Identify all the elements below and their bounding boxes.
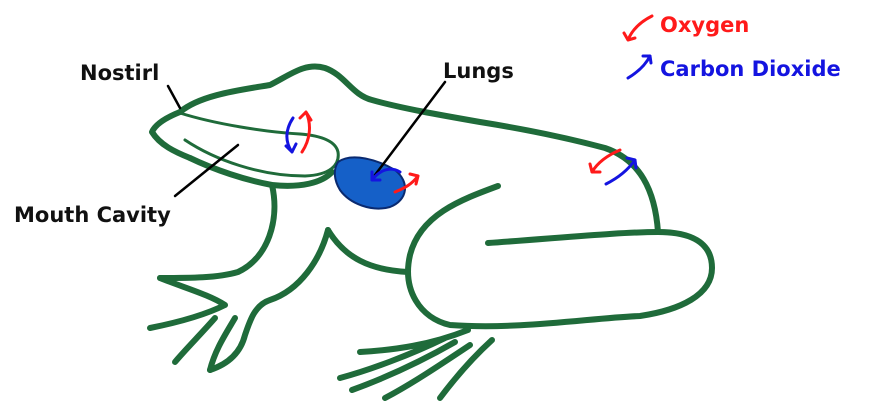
carbon-dioxide-legend-label: Carbon Dioxide xyxy=(660,57,841,81)
frog-hind-leg-outline xyxy=(405,183,715,330)
mouth-cavity-label: Mouth Cavity xyxy=(14,203,171,227)
lungs-oxygen-arrow xyxy=(393,172,420,194)
frog-hind-foot-outline xyxy=(337,327,495,401)
oxygen-legend-label: Oxygen xyxy=(660,13,749,37)
mouth-oxygen-arrow xyxy=(298,110,313,154)
nostril-pointer xyxy=(166,84,182,110)
lungs-pointer xyxy=(373,80,447,177)
lungs-carbon-dioxide-arrow xyxy=(370,167,402,182)
frog-front-foot-outline xyxy=(147,275,238,373)
frog-body xyxy=(147,63,715,401)
skin-gas-exchange xyxy=(588,148,638,186)
frog-front-leg-inner-outline xyxy=(207,227,331,373)
mouth-gas-exchange xyxy=(284,110,313,154)
skin-carbon-dioxide-arrow xyxy=(604,156,638,186)
nostril-label: Nostirl xyxy=(80,61,159,85)
carbon-dioxide-legend-arrow-icon xyxy=(626,54,653,80)
lungs-shape xyxy=(333,156,406,210)
skin-oxygen-arrow xyxy=(588,148,622,174)
lungs-label: Lungs xyxy=(443,59,514,83)
mouth-line xyxy=(178,111,340,178)
frog-front-leg-outline xyxy=(157,182,278,281)
oxygen-legend-arrow-icon xyxy=(622,14,654,42)
frog-back-outline xyxy=(177,63,661,235)
frog-belly-outline xyxy=(325,227,411,275)
mouth-carbon-dioxide-arrow xyxy=(284,116,298,154)
lungs-gas-exchange xyxy=(370,167,420,194)
frog-snout-outline xyxy=(149,109,193,161)
mouth-cavity-pointer xyxy=(173,143,240,198)
